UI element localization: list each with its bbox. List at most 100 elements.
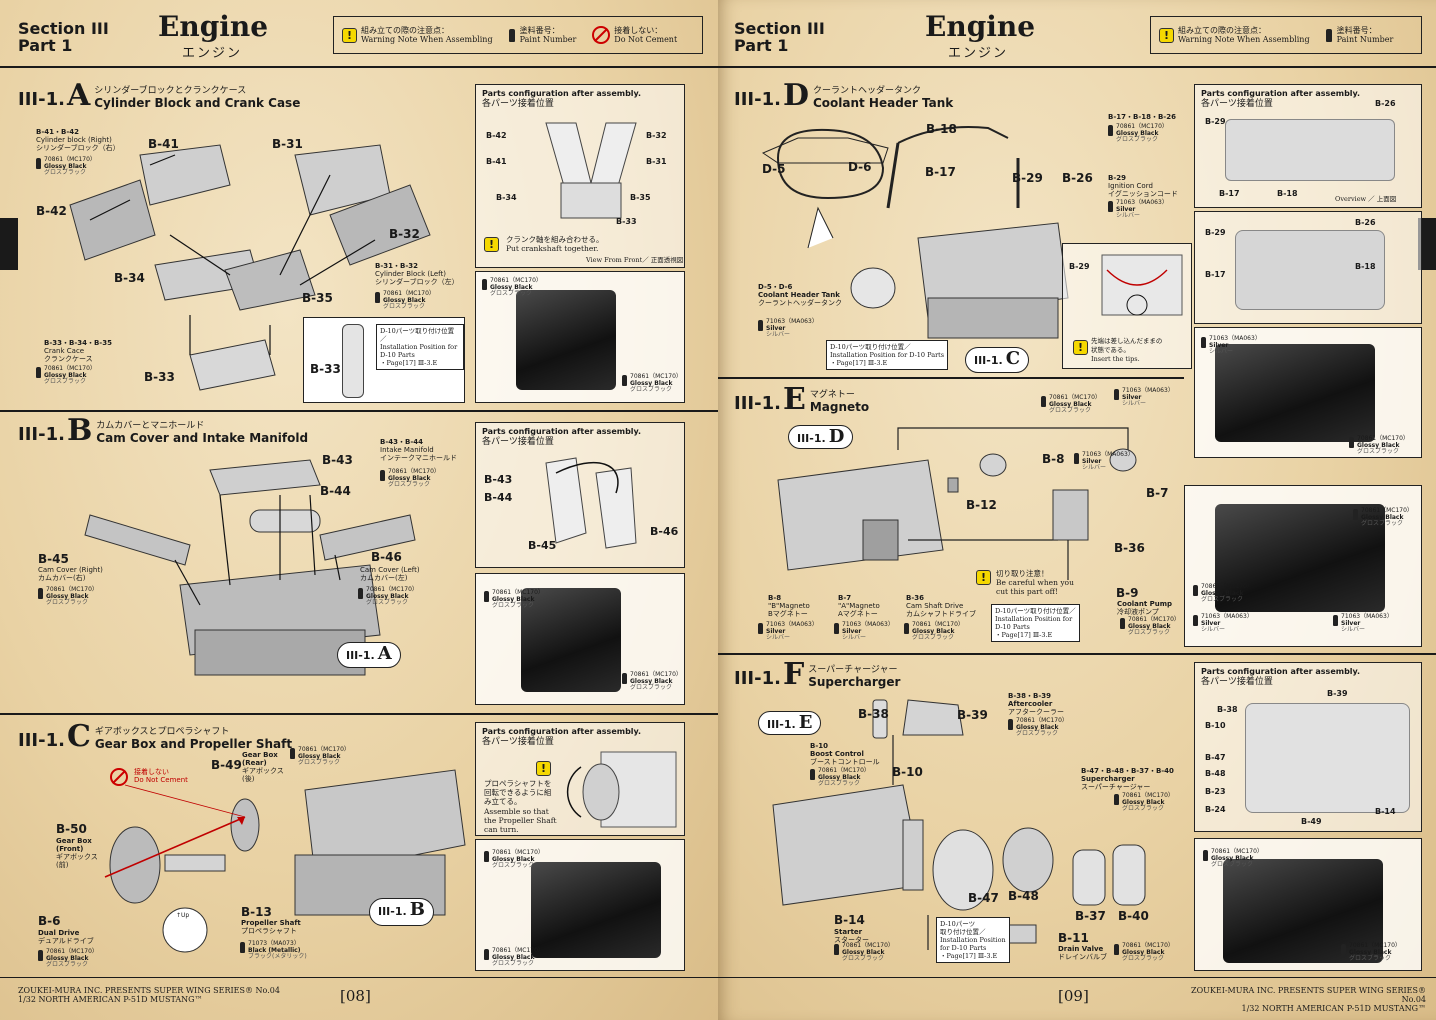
legend-paint-en: Paint Number [519, 35, 577, 44]
part-label-b7: B-7 [1146, 486, 1169, 500]
part-label-b43: B-43 [322, 453, 353, 467]
panel-label: B-10 [1205, 721, 1226, 730]
ref-line: D-10パーツ取り付け位置／ [830, 343, 911, 351]
legend-box: ! 組み立ての際の注意点：Warning Note When Assemblin… [1150, 16, 1422, 54]
page-title: Engine [158, 10, 269, 43]
callout-num: III-1. [974, 354, 1003, 367]
footer-line: 1/32 NORTH AMERICAN P-51D MUSTANG™ [1241, 1004, 1426, 1013]
note-crank: B-33・B-34・B-35 Crank Cace クランクケース [44, 339, 112, 363]
paint-name: Glossy Black [1201, 589, 1244, 597]
paint-name: Glossy Black [492, 953, 535, 961]
part-label-b44: B-44 [320, 484, 351, 498]
part-label-b36: B-36 [1114, 541, 1145, 555]
warn-en: Insert the tips. [1091, 355, 1140, 363]
header-rule [0, 66, 718, 68]
right-page: Section III Part 1 Engine エンジン ! 組み立ての際の… [718, 0, 1436, 1020]
note-jp: イグニッションコード [1108, 190, 1178, 198]
paint-jp: グロスブラック [383, 303, 426, 310]
callout-num: III-1. [797, 432, 826, 445]
step-jp: シリンダーブロックとクランクケース [94, 86, 247, 96]
panel-title: Parts configuration after assembly.各パーツ接… [1201, 89, 1360, 109]
panel-label: B-17 [1205, 270, 1226, 279]
paint-jp: シルバー [842, 634, 867, 641]
part-label-b33: B-33 [144, 370, 175, 384]
paint-name: Glossy Black [1361, 513, 1404, 521]
paint-jp: グロスブラック [44, 378, 87, 385]
part-label-b32: B-32 [389, 227, 420, 241]
step-b-drawing [84, 459, 416, 676]
paint-name: Glossy Black [44, 162, 87, 170]
step-en: Cam Cover and Intake Manifold [96, 431, 309, 445]
note-jp: ギアボックス [56, 853, 98, 861]
panel-label: B-41 [486, 157, 507, 166]
panel-title: Parts configuration after assembly.各パーツ接… [482, 427, 641, 447]
paint-name: Silver [842, 627, 862, 635]
step-d-mini-panel: B-29 ! 先端は差し込んだままの状態である。Insert the tips. [1062, 243, 1192, 369]
step-f-drawing [772, 699, 1146, 950]
section-rule [718, 377, 1184, 379]
part-label-b41: B-41 [148, 137, 179, 151]
part-label-b13: B-13 [241, 905, 272, 919]
footer-rule [0, 977, 718, 978]
no-cement-icon [592, 26, 611, 44]
panel-label: B-35 [630, 193, 651, 202]
note-ids: B-17・B-18・B-26 [1108, 113, 1176, 121]
paint-code: 71063（MA063） [1116, 199, 1168, 206]
step-num: III-1. [734, 89, 781, 110]
panel-label: B-29 [1205, 228, 1226, 237]
note-cam-right: Cam Cover (Right)カムカバー(右) [38, 566, 103, 582]
panel-title: Parts configuration after assembly.各パーツ接… [482, 727, 641, 747]
paint-bottle-icon [1325, 28, 1332, 42]
ref-line: D-10パーツ [940, 920, 976, 928]
paint-jp: グロスブラック [1049, 407, 1092, 414]
paint-name: Glossy Black [44, 371, 87, 379]
ref-line: 取り付け位置／ [940, 928, 986, 936]
note-line: Assemble so that [484, 807, 549, 816]
note-d-ids: B-17・B-18・B-26 [1108, 113, 1176, 121]
note-ids: B-31・B-32 [375, 262, 418, 270]
overview-label: Overview ／ 上面図 [1335, 195, 1397, 203]
paint-name: Silver [1116, 205, 1136, 213]
note-jp: カムシャフトドライブ [906, 610, 976, 618]
page-title: Engine [925, 10, 1036, 43]
note-ids: B-36 [906, 594, 924, 602]
page-number: [08] [340, 987, 371, 1005]
paint-name: Silver [1209, 341, 1229, 349]
panel-label: B-31 [646, 157, 667, 166]
note-name: Gear Box [56, 837, 92, 845]
paint-code: 71063（MA063） [1082, 451, 1134, 458]
section-text: Section III [734, 19, 825, 38]
paint-name: Glossy Black [912, 627, 955, 635]
step-jp: スーパーチャージャー [808, 665, 898, 675]
step-a-config-panel: Parts configuration after assembly.各パーツ接… [475, 84, 685, 268]
engine-photo-shape [531, 862, 661, 958]
note-name: "B"Magneto [768, 602, 810, 610]
ref-inset-a: B-33 D-10パーツ取り付け位置／ Installation Positio… [303, 317, 465, 403]
note-jp: プロペラシャフト [241, 927, 297, 935]
paint-code: 70861（MC170） [1201, 583, 1253, 590]
paint-jp: グロスブラック [366, 599, 409, 606]
callout-iii-1-a: III-1.A [337, 642, 401, 668]
part-text: Part 1 [18, 36, 73, 55]
panel-label: B-24 [1205, 805, 1226, 814]
paint-jp: グロスブラック [818, 780, 861, 787]
section-label: Section III Part 1 [734, 20, 825, 54]
callout-letter: C [1005, 348, 1021, 369]
page-tab [0, 218, 18, 270]
